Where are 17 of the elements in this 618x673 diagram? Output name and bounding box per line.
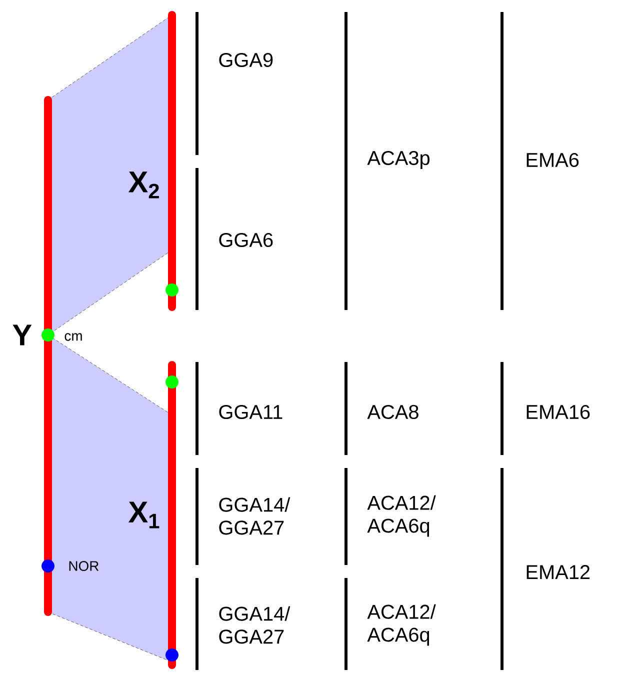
band-label: EMA6 — [526, 152, 579, 168]
landmark-label: NOR — [69, 561, 99, 571]
landmark-label: cm — [64, 333, 82, 341]
band-label: ACA12/ ACA6q — [367, 495, 436, 537]
band-label: ACA8 — [367, 404, 418, 420]
band-label: GGA6 — [219, 232, 273, 248]
band-label: GGA14/ GGA27 — [219, 497, 290, 535]
band-label: EMA12 — [526, 565, 590, 579]
chromosome-label: X$_{1}$ — [128, 502, 160, 528]
band-label: GGA9 — [219, 52, 273, 68]
chromosome-label: Y — [12, 324, 32, 346]
band-label: GGA11 — [219, 404, 282, 420]
band-label: GGA14/ GGA27 — [219, 606, 290, 644]
chromosome-label: X$_{2}$ — [128, 172, 159, 198]
band-label: ACA12/ ACA6q — [367, 604, 436, 646]
band-label: ACA3p — [367, 150, 430, 170]
band-label: EMA16 — [526, 404, 590, 420]
